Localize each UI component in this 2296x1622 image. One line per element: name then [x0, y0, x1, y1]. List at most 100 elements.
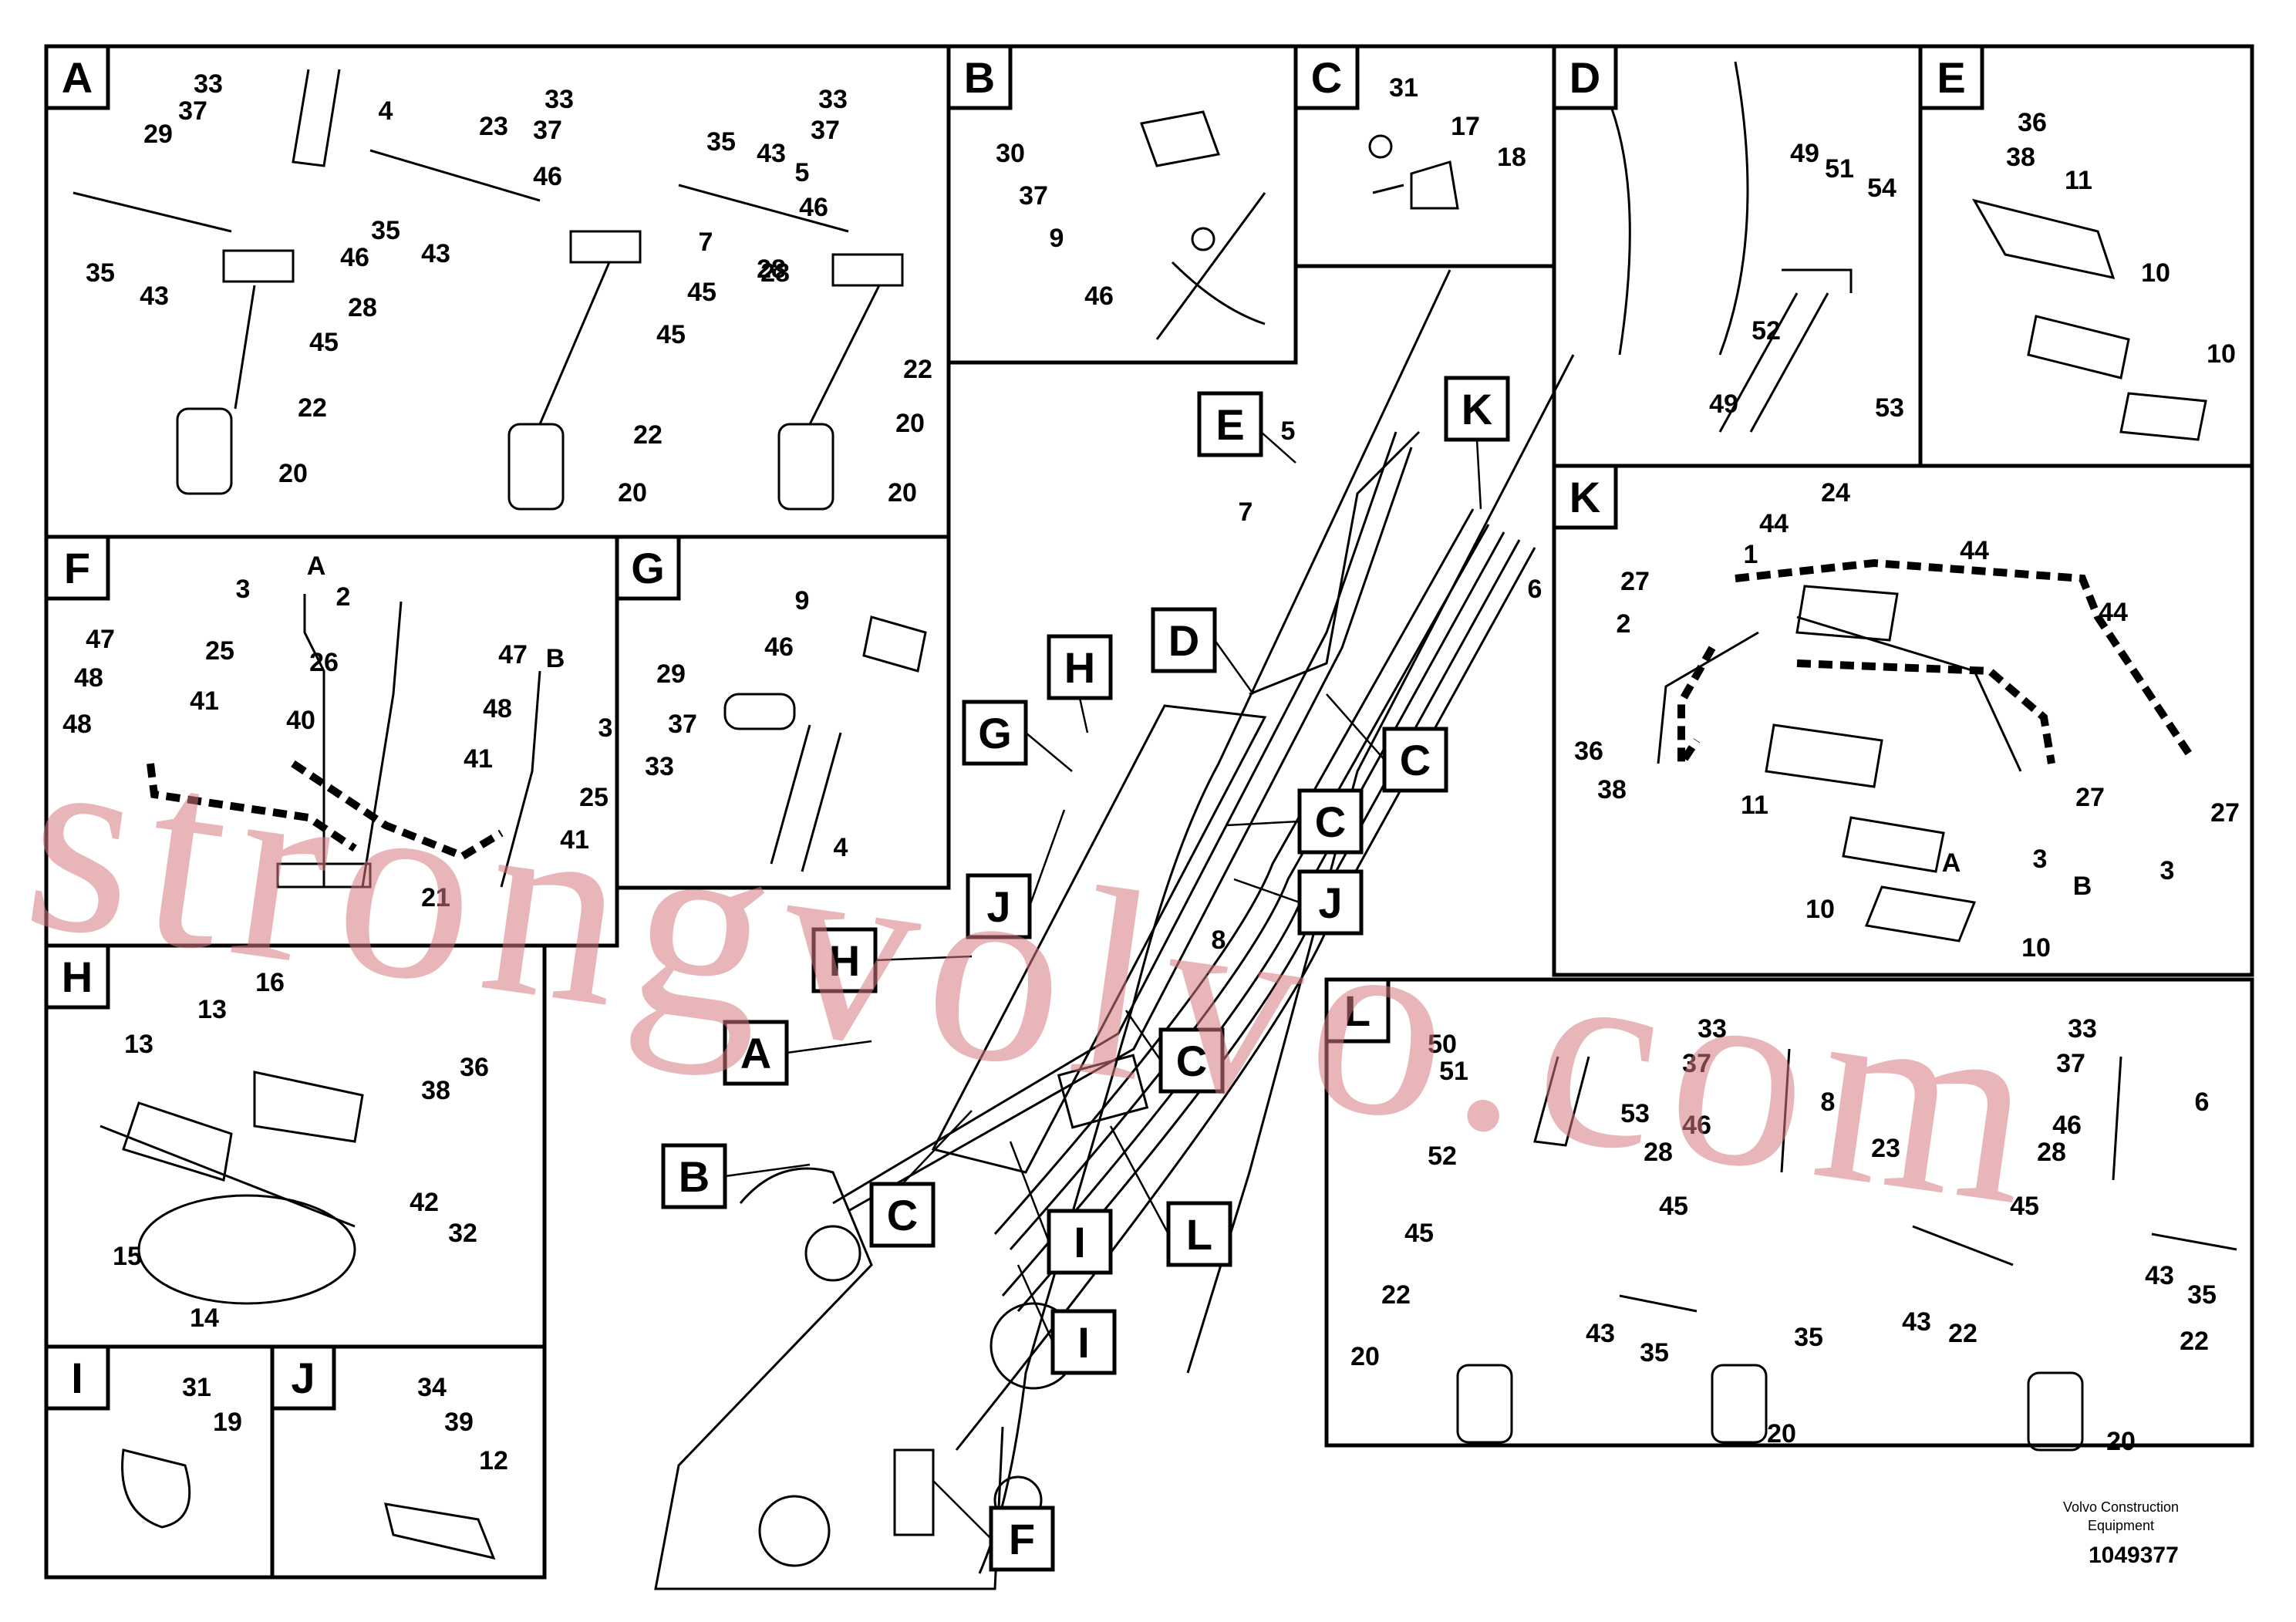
part-label: 7	[1239, 497, 1253, 527]
part-label: 20	[278, 459, 308, 488]
part-label: 32	[448, 1219, 477, 1248]
part-label: 43	[1586, 1319, 1615, 1348]
part-label: 43	[757, 139, 786, 168]
part-label: 41	[190, 686, 219, 716]
part-label: 37	[811, 116, 840, 145]
footer-company: Volvo Construction Equipment	[2062, 1499, 2180, 1533]
part-label: 24	[1821, 478, 1850, 508]
part-label: 22	[1381, 1280, 1411, 1310]
callout-main: L	[1186, 1210, 1212, 1259]
part-label: 29	[143, 120, 173, 149]
part-label: 7	[699, 228, 713, 257]
panel-f-dashed-hose-2	[291, 760, 504, 861]
part-label: 33	[645, 752, 674, 781]
callout-main: C	[1315, 798, 1346, 846]
part-label: 40	[286, 706, 315, 735]
part-label: 28	[757, 255, 786, 284]
part-label: 35	[1794, 1323, 1823, 1352]
boom-outline-2	[1186, 354, 1575, 1374]
panel-k-labels: 24 44 44 1 27 44 2 36 38 11 27 27 A 3 B …	[1574, 478, 2240, 963]
part-label: 28	[2037, 1138, 2066, 1167]
part-label: 6	[2195, 1088, 2210, 1117]
panel-c-labels: 31 17 18	[1389, 73, 1526, 172]
part-label: 2	[336, 582, 351, 612]
part-label: 41	[464, 744, 493, 774]
part-label: B	[2073, 872, 2092, 901]
part-label: 25	[579, 783, 609, 812]
cylinder	[931, 704, 1267, 1174]
part-label: 23	[1871, 1134, 1900, 1163]
part-label: 27	[1620, 567, 1650, 596]
part-label: 3	[598, 713, 613, 743]
callout-main: K	[1462, 385, 1492, 433]
section-box-f	[44, 534, 110, 601]
section-box-a	[44, 44, 110, 110]
part-label: 45	[2010, 1192, 2039, 1221]
part-label: 54	[1867, 174, 1896, 203]
part-label: 46	[1084, 282, 1114, 311]
section-box-c	[1293, 44, 1360, 110]
part-label: 35	[371, 216, 400, 245]
hose-1	[993, 508, 1475, 1235]
part-label: 38	[421, 1076, 450, 1105]
part-label: 4	[834, 833, 848, 862]
part-label: 51	[1825, 154, 1854, 184]
part-label: 43	[421, 239, 450, 268]
panel-frames	[44, 44, 2254, 1580]
section-label-e: E	[1937, 53, 1965, 102]
part-label: 2	[1617, 609, 1631, 639]
part-label: 52	[1428, 1141, 1457, 1171]
part-label: 3	[236, 575, 251, 604]
part-label: 49	[1790, 139, 1819, 168]
part-label: 37	[1682, 1049, 1711, 1078]
panel-sketches	[72, 61, 2237, 1560]
part-label: 48	[483, 694, 512, 723]
main-numbers: 5 7 6 8	[1212, 416, 1542, 955]
part-label: 15	[113, 1242, 142, 1271]
part-label: 43	[140, 282, 169, 311]
connector-block-2	[893, 1448, 935, 1536]
part-label: 14	[190, 1303, 219, 1333]
part-label: 10	[1805, 895, 1835, 924]
part-label: 47	[86, 625, 115, 654]
part-label: 52	[1752, 316, 1781, 346]
boom-pivot-1	[804, 1225, 861, 1282]
callout-texts: A B C D E F G H I J K L E K D H G C C J …	[62, 53, 1966, 1563]
part-label: 44	[1759, 509, 1789, 538]
part-label: 37	[533, 116, 562, 145]
part-label: 33	[544, 85, 574, 114]
part-label: 46	[1682, 1111, 1711, 1140]
hose-7	[848, 447, 1413, 1212]
part-label: 13	[197, 995, 227, 1024]
part-label: 22	[1948, 1319, 1977, 1348]
callout-main: J	[986, 882, 1010, 931]
callout-main: A	[740, 1029, 771, 1077]
section-label-g: G	[631, 544, 665, 592]
section-label-b: B	[964, 53, 995, 102]
part-label: 35	[1640, 1338, 1669, 1367]
part-label: 16	[255, 968, 285, 997]
section-box-g	[615, 534, 681, 601]
part-label: 43	[2145, 1261, 2174, 1290]
connector-block	[1057, 1054, 1149, 1129]
section-label-d: D	[1569, 53, 1600, 102]
section-label-a: A	[62, 53, 93, 102]
callout-boxes	[661, 376, 1510, 1572]
part-label: 22	[903, 355, 932, 384]
part-label: 45	[1404, 1219, 1434, 1248]
part-label: 3	[2033, 845, 2048, 874]
panel-d-labels: 49 51 54 52 49 53	[1709, 139, 1904, 423]
part-label: 49	[1709, 389, 1738, 419]
part-label: 28	[348, 293, 377, 322]
part-label: 4	[379, 96, 393, 126]
part-label: 38	[2006, 143, 2035, 172]
part-label: 17	[1451, 112, 1480, 141]
callout-main: H	[829, 936, 860, 985]
part-label: 43	[1902, 1307, 1931, 1337]
part-label: 22	[298, 393, 327, 423]
section-box-j	[270, 1344, 336, 1411]
part-label: 37	[178, 96, 207, 126]
boom-pivot-3	[758, 1495, 831, 1567]
part-label: 25	[205, 636, 234, 666]
